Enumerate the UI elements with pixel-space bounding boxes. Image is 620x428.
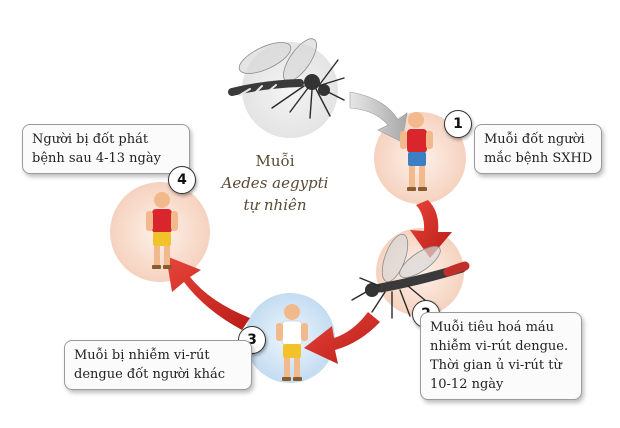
center-habitat: tự nhiên [243, 196, 307, 214]
gray-arrow [349, 91, 408, 143]
step1-line: mắc bệnh SXHD [484, 151, 593, 166]
red-arrow-1-to-2 [410, 200, 452, 258]
person-sick-icon [400, 112, 433, 191]
person-ill-icon [146, 192, 178, 269]
red-arrow-2-to-3 [304, 312, 380, 364]
step2-line: Thời gian ủ vi-rút từ [430, 358, 562, 373]
step4-callout: Người bị đốt phát bệnh sau 4-13 ngày [22, 124, 190, 174]
step4-number-badge: 4 [168, 166, 196, 194]
mosquito-top-icon [228, 38, 345, 119]
step1-callout: Muỗi đốt người mắc bệnh SXHD [474, 124, 602, 174]
center-species: Aedes aegypti [221, 174, 329, 192]
step3-line: dengue đốt người khác [74, 367, 226, 382]
step1-number-badge: 1 [444, 110, 472, 138]
step3-line: Muỗi bị nhiễm vi-rút [74, 348, 210, 363]
step1-line: Muỗi đốt người [484, 132, 585, 147]
step4-line: Người bị đốt phát [32, 132, 149, 147]
step2-line: 10-12 ngày [430, 377, 504, 392]
step4-line: bệnh sau 4-13 ngày [32, 151, 161, 166]
step2-line: nhiễm vi-rút dengue. [430, 339, 569, 354]
step2-line: Muỗi tiêu hoá máu [430, 320, 555, 335]
center-title: Muỗi [255, 152, 295, 170]
red-arrow-3-to-4 [166, 256, 250, 330]
step3-callout: Muỗi bị nhiễm vi-rút dengue đốt người kh… [64, 340, 252, 390]
mosquito-feeding-icon [351, 233, 470, 319]
center-label: Muỗi Aedes aegypti tự nhiên [200, 150, 350, 216]
step2-callout: Muỗi tiêu hoá máu nhiễm vi-rút dengue. T… [420, 312, 582, 400]
person-healthy-icon [276, 304, 308, 381]
